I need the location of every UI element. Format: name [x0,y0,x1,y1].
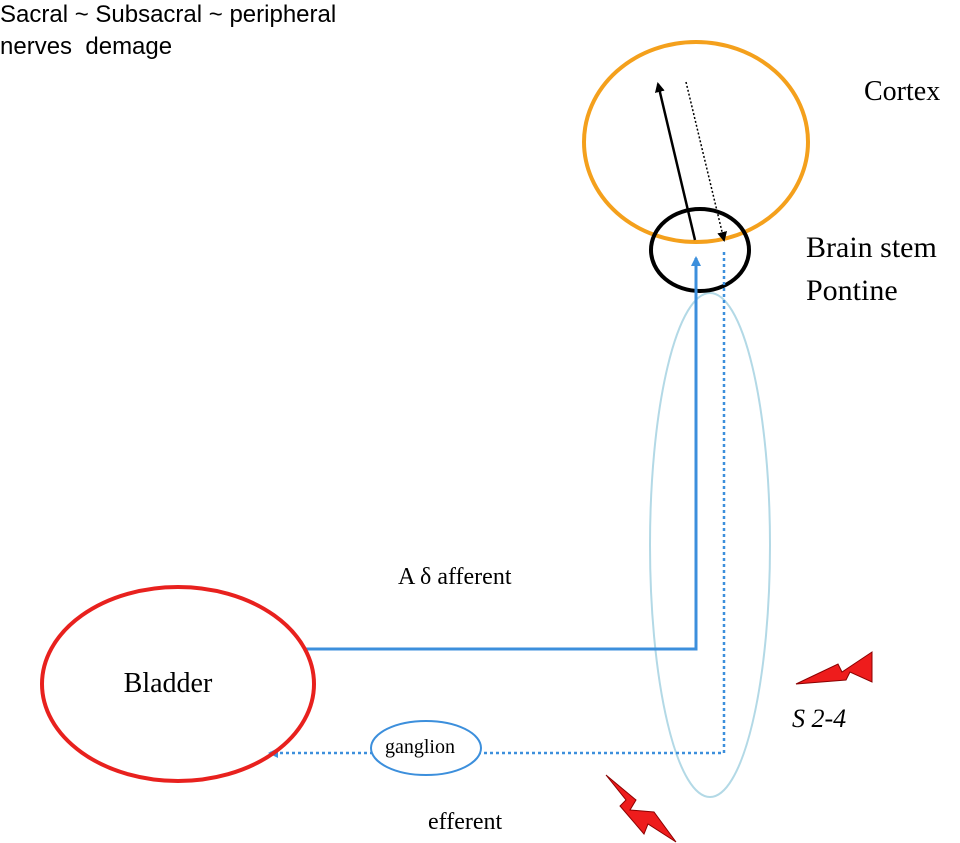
diagram-title-line1: Sacral ~ Subsacral ~ peripheral [0,1,336,28]
pontine-label: Pontine [806,274,898,307]
brain-stem-label: Brain stem [806,231,937,264]
cortex-label: Cortex [864,76,940,107]
efferent-pathway-line [268,252,726,758]
cortical-descending-arrow [685,81,727,242]
spinal-cord-ellipse [649,292,771,798]
a-delta-afferent-label: A δ afferent [398,564,512,590]
ganglion-ellipse [370,720,482,776]
efferent-label: efferent [428,809,503,835]
diagram-title-line2: nerves demage [0,33,172,60]
cortex-ellipse [582,40,810,244]
cortical-ascending-arrow [654,82,697,241]
bladder-ellipse [40,585,316,783]
lightning-bolt-icon [605,774,677,843]
lightning-bolt-icon [795,651,873,685]
s2-4-label: S 2-4 [792,704,846,733]
ganglion-label: ganglion [385,736,455,758]
brain-stem-ellipse [649,207,751,293]
bladder-label: Bladder [124,668,213,699]
afferent-pathway-line [306,256,701,651]
